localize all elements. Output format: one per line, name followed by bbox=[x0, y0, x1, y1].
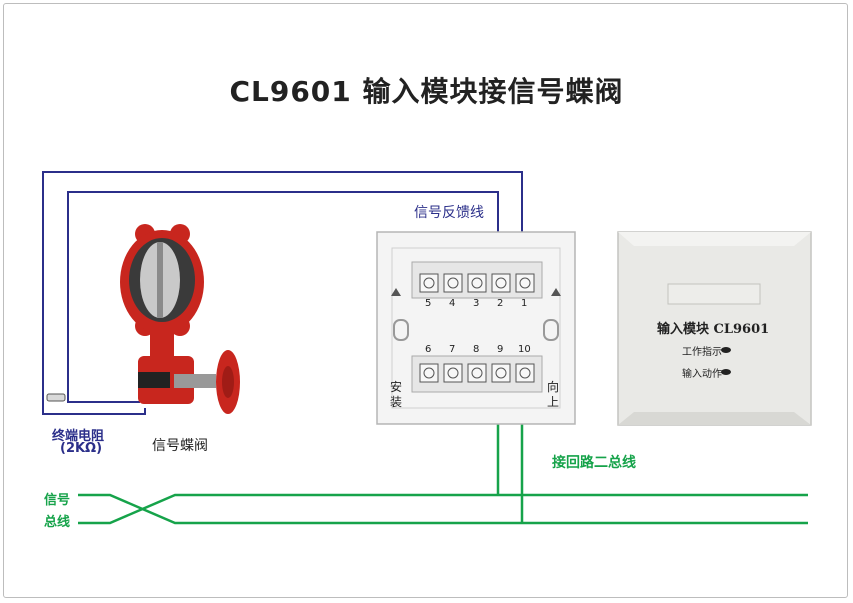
install-label-left-1: 安 bbox=[390, 380, 403, 394]
terminal-base bbox=[376, 231, 576, 425]
terminal-number-5: 5 bbox=[425, 298, 432, 309]
valve-wire-mid bbox=[67, 395, 140, 403]
terminal-number-6: 6 bbox=[425, 344, 432, 355]
terminal-number-7: 7 bbox=[449, 344, 456, 355]
resistor-value: (2KΩ) bbox=[60, 441, 103, 456]
signal-bus-label-line1: 信号 bbox=[44, 493, 71, 508]
terminal-number-9: 9 bbox=[497, 344, 504, 355]
terminal-number-2: 2 bbox=[497, 298, 504, 309]
terminal-number-4: 4 bbox=[449, 298, 456, 309]
bus-connection-label: 接回路二总线 bbox=[552, 455, 636, 471]
terminal-screws-bottom bbox=[419, 363, 535, 383]
diagram-frame bbox=[3, 3, 848, 598]
butterfly-valve bbox=[120, 224, 240, 414]
diagram-title: CL9601 输入模块接信号蝶阀 bbox=[229, 75, 624, 108]
feedback-wire-outer bbox=[42, 171, 523, 390]
terminal-number-1: 1 bbox=[521, 298, 528, 309]
indicator-input-label: 输入动作 bbox=[682, 369, 722, 380]
bus-wire-a bbox=[78, 493, 808, 525]
terminal-resistor bbox=[46, 393, 66, 402]
module-name: 输入模块 CL9601 bbox=[657, 322, 770, 337]
signal-bus-label-line2: 总线 bbox=[44, 515, 71, 530]
terminal-number-3: 3 bbox=[473, 298, 480, 309]
valve-wire-bottom bbox=[42, 390, 146, 415]
install-label-right-1: 向 bbox=[547, 380, 560, 394]
terminal-screws-top bbox=[419, 273, 535, 293]
feedback-wire-label: 信号反馈线 bbox=[414, 205, 484, 221]
valve-label: 信号蝶阀 bbox=[152, 438, 208, 454]
resistor-label: 终端电阻 bbox=[52, 429, 105, 444]
bus-wire-b bbox=[78, 493, 808, 525]
indicator-work-label: 工作指示 bbox=[682, 347, 722, 358]
terminal-number-8: 8 bbox=[473, 344, 480, 355]
input-module-panel bbox=[617, 231, 812, 426]
install-label-left-2: 装 bbox=[390, 395, 403, 409]
terminal-number-10: 10 bbox=[518, 344, 531, 355]
install-label-right-2: 上 bbox=[547, 395, 560, 409]
